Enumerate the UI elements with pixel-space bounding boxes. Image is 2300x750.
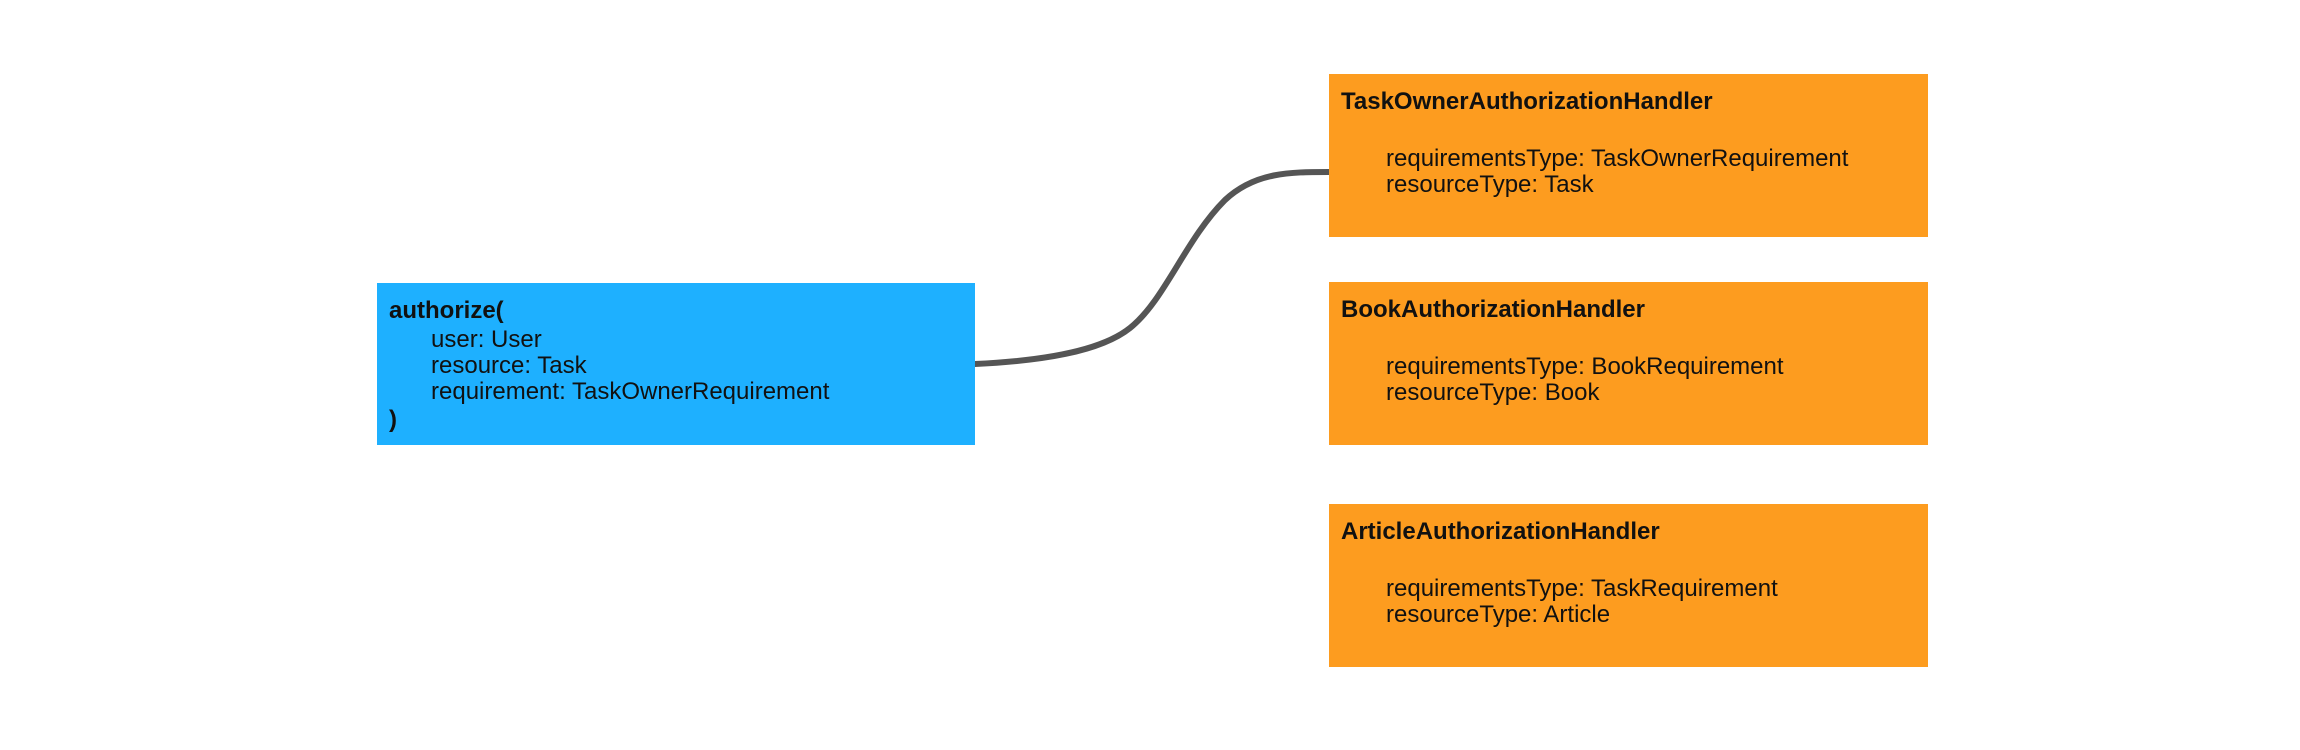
handler-title: BookAuthorizationHandler [1341, 296, 1645, 323]
handler-requirements-type: requirementsType: TaskOwnerRequirement [1386, 145, 1849, 172]
handler-resource-type: resourceType: Book [1386, 379, 1600, 406]
handler-title: TaskOwnerAuthorizationHandler [1341, 88, 1713, 115]
call-param-resource: resource: Task [431, 352, 587, 379]
handler-box-book: BookAuthorizationHandler requirementsTyp… [1329, 282, 1928, 445]
handler-props: requirementsType: TaskRequirement resour… [1341, 576, 1928, 628]
handler-box-task-owner: TaskOwnerAuthorizationHandler requiremen… [1329, 74, 1928, 237]
handler-props: requirementsType: TaskOwnerRequirement r… [1341, 146, 1928, 198]
handler-title: ArticleAuthorizationHandler [1341, 518, 1660, 545]
handler-resource-type: resourceType: Task [1386, 171, 1594, 198]
handler-requirements-type: requirementsType: BookRequirement [1386, 353, 1784, 380]
handler-box-article: ArticleAuthorizationHandler requirements… [1329, 504, 1928, 667]
authorize-call-box: authorize( user: User resource: Task req… [377, 283, 975, 445]
call-param-user: user: User [431, 326, 542, 353]
call-close-paren: ) [389, 406, 397, 433]
call-param-requirement: requirement: TaskOwnerRequirement [431, 378, 830, 405]
connector-call-to-task-owner-handler [972, 169, 1332, 367]
call-title: authorize( [389, 297, 504, 324]
handler-resource-type: resourceType: Article [1386, 601, 1611, 628]
handler-props: requirementsType: BookRequirement resour… [1341, 354, 1928, 406]
handler-requirements-type: requirementsType: TaskRequirement [1386, 575, 1778, 602]
call-params: user: User resource: Task requirement: T… [389, 327, 975, 405]
